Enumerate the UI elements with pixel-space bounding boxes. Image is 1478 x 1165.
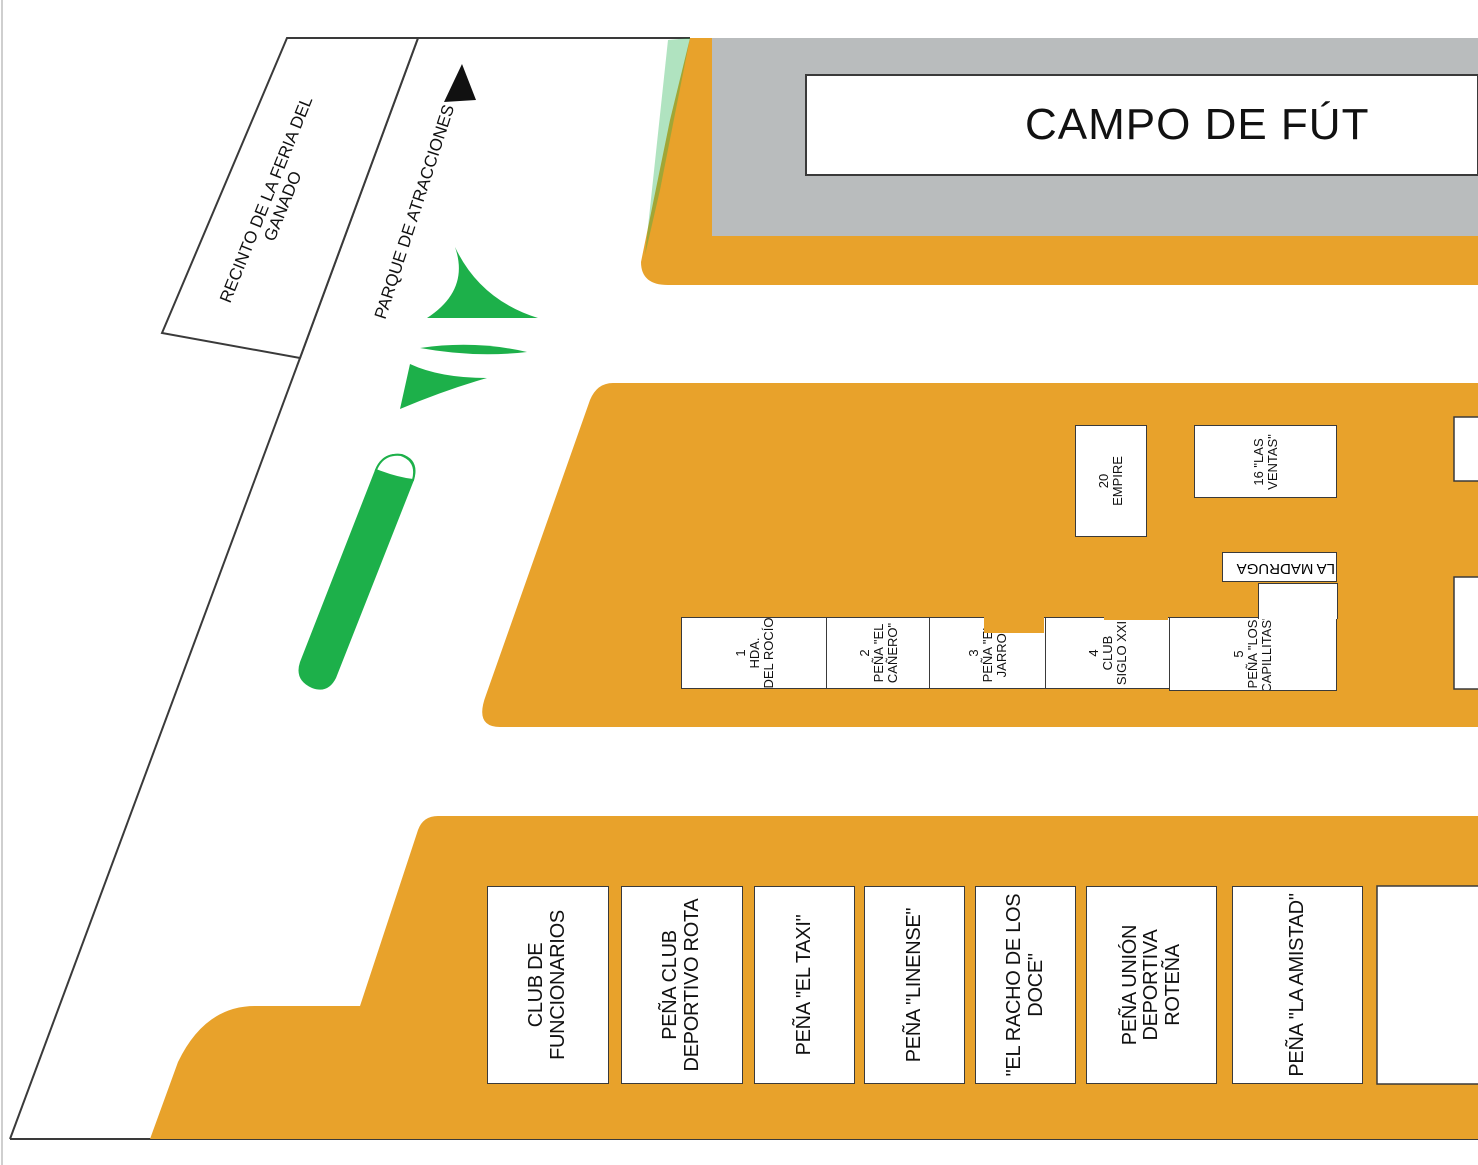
- booth-la-madrugada-label: LA MADRUGA: [1222, 552, 1337, 582]
- booth-label: PEÑA "LINENSE": [902, 907, 925, 1063]
- booth-label: 16 "LAS VENTAS": [1250, 433, 1280, 490]
- booth-partial-right-3: [1376, 885, 1478, 1085]
- booth-club-siglo-xxi[interactable]: 4 CLUB SIGLO XXI: [1045, 617, 1171, 689]
- booth-label: 1 HDA. DEL ROCÍO: [732, 617, 776, 689]
- booth-label: CLUB DE FUNCIONARIOS: [525, 910, 569, 1060]
- booth-partial-right-2: [1453, 576, 1478, 690]
- booth-hda-del-rocio[interactable]: 1 HDA. DEL ROCÍO: [681, 617, 828, 689]
- road-edge-line: [9, 357, 301, 1140]
- booth-capillitas-extension: [1258, 583, 1338, 619]
- booth-label: PEÑA CLUB DEPORTIVO ROTA: [659, 898, 703, 1072]
- booth-pena-club-deportivo-rota[interactable]: PEÑA CLUB DEPORTIVO ROTA: [621, 886, 743, 1084]
- booth-club-de-funcionarios[interactable]: CLUB DE FUNCIONARIOS: [487, 886, 609, 1084]
- green-capsule-cap: [374, 453, 416, 482]
- booth-pena-union-deportiva-rotena[interactable]: PEÑA UNIÓN DEPORTIVA ROTEÑA: [1086, 886, 1217, 1084]
- booth-notch: [984, 610, 1044, 633]
- booth-notch: [1104, 610, 1168, 620]
- top-block-green-edge: [645, 38, 690, 255]
- recinto-feria-ganado-area: [160, 37, 420, 360]
- booth-label: PEÑA "EL TAXI": [792, 914, 815, 1056]
- field-title: CAMPO DE FÚT: [1025, 100, 1370, 149]
- north-arrow-icon: [444, 64, 476, 102]
- booth-pena-la-amistad[interactable]: PEÑA "LA AMISTAD": [1232, 886, 1363, 1084]
- booth-label: PEÑA UNIÓN DEPORTIVA ROTEÑA: [1118, 924, 1184, 1046]
- booth-label: 20 EMPIRE: [1095, 456, 1125, 506]
- booth-label: 5 PEÑA "LOS CAPILLITAS": [1230, 617, 1275, 691]
- booth-label: "EL RACHO DE LOS DOCE": [1002, 893, 1047, 1077]
- booth-pena-linense[interactable]: PEÑA "LINENSE": [864, 886, 965, 1084]
- booth-partial-right-1: [1453, 416, 1478, 482]
- booth-las-ventas[interactable]: 16 "LAS VENTAS": [1194, 425, 1337, 498]
- green-fan-shape-2: [420, 344, 527, 355]
- booth-empire[interactable]: 20 EMPIRE: [1075, 425, 1147, 537]
- booth-pena-el-taxi[interactable]: PEÑA "EL TAXI": [754, 886, 855, 1084]
- booth-label: PEÑA "LA AMISTAD": [1285, 893, 1308, 1077]
- booth-pena-el-canero[interactable]: 2 PEÑA "EL CAÑERO": [826, 617, 931, 689]
- booth-el-racho-de-los-doce[interactable]: "EL RACHO DE LOS DOCE": [975, 886, 1076, 1084]
- booth-label: 2 PEÑA "EL CAÑERO": [856, 622, 900, 684]
- booth-label: 4 CLUB SIGLO XXI: [1085, 620, 1130, 686]
- green-capsule: [298, 453, 416, 690]
- green-fan-shape-3: [400, 364, 487, 409]
- booth-la-madrugada-text: LA MADRUGA: [1236, 560, 1335, 577]
- field-title-box: [805, 74, 1478, 176]
- green-fan-shape-1: [427, 247, 538, 318]
- booth-pena-los-capillitas[interactable]: 5 PEÑA "LOS CAPILLITAS": [1169, 617, 1337, 691]
